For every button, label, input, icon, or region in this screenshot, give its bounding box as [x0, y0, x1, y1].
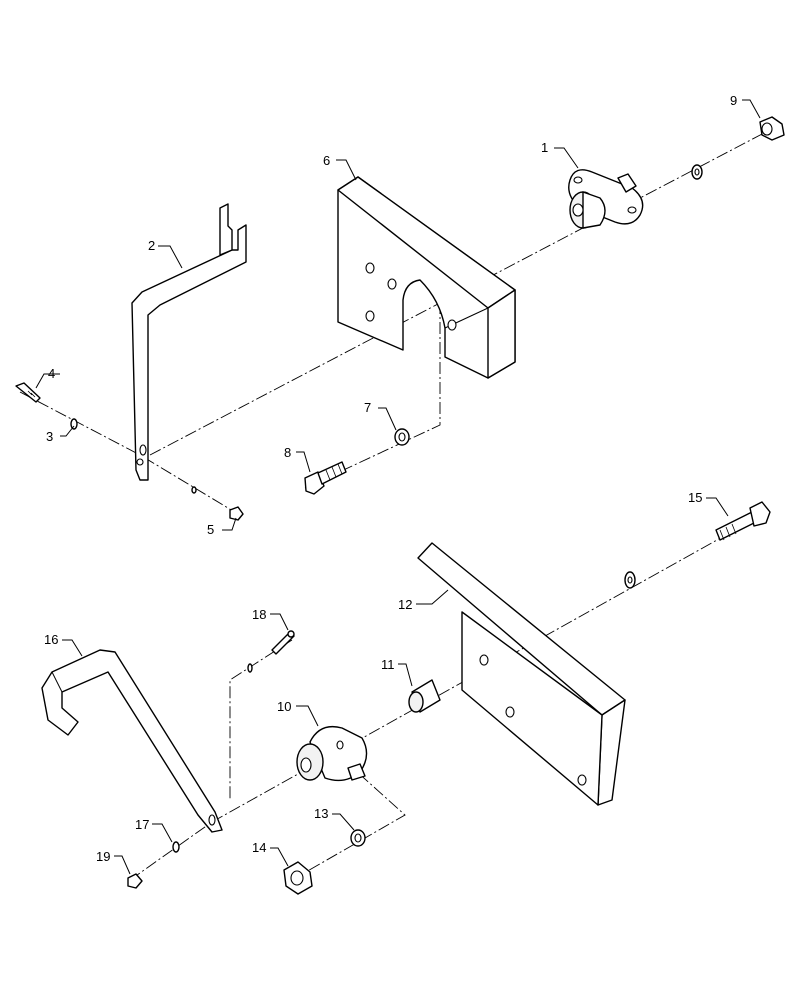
part-12-lower-bracket — [417, 542, 626, 806]
callout-12: 12 — [398, 597, 412, 612]
part-4-pin — [15, 382, 41, 403]
centerline-pin-upper — [19, 391, 239, 515]
callout-17: 17 — [135, 817, 149, 832]
part-3-washer — [70, 418, 78, 430]
part-13-washer — [350, 829, 366, 847]
callout-19: 19 — [96, 849, 110, 864]
callout-14: 14 — [252, 840, 266, 855]
part-16-lower-rod — [41, 649, 223, 833]
part-17-washer — [172, 841, 180, 853]
callout-1: 1 — [541, 140, 548, 155]
part-2-upper-rod — [131, 203, 247, 481]
part-7-washer — [394, 428, 410, 446]
centerline-lower-stud — [229, 639, 293, 800]
callout-6: 6 — [323, 153, 330, 168]
callout-3: 3 — [46, 429, 53, 444]
callout-labels: 1 2 3 4 5 6 7 8 9 10 11 12 13 14 15 16 1… — [44, 93, 737, 864]
callout-13: 13 — [314, 806, 328, 821]
lock-washer-lower — [624, 571, 636, 589]
leader-lines — [35, 99, 761, 875]
part-14-nut — [283, 861, 313, 895]
callout-8: 8 — [284, 445, 291, 460]
callout-7: 7 — [364, 400, 371, 415]
callout-15: 15 — [688, 490, 702, 505]
callout-5: 5 — [207, 522, 214, 537]
callout-16: 16 — [44, 632, 58, 647]
washer-near-lower-pin — [247, 663, 253, 673]
part-18-pin — [271, 630, 295, 655]
part-9-nut — [759, 116, 785, 141]
part-1-bearing-flange — [568, 169, 644, 229]
part-8-bolt — [304, 461, 347, 495]
part-6-mounting-block — [337, 176, 516, 379]
lock-washer-upper — [691, 164, 703, 180]
centerline-upper-stud — [304, 308, 441, 489]
centerline-lower-nut — [291, 769, 406, 881]
part-15-bolt — [715, 501, 771, 541]
callout-4: 4 — [48, 366, 55, 381]
callout-9: 9 — [730, 93, 737, 108]
part-10-lower-bearing — [296, 725, 368, 782]
part-11-spacer — [408, 679, 441, 713]
part-5-nut — [229, 506, 244, 521]
callout-10: 10 — [277, 699, 291, 714]
callout-11: 11 — [381, 657, 395, 672]
callout-18: 18 — [252, 607, 266, 622]
washer-near-rod — [191, 486, 197, 494]
part-19-nut — [127, 873, 143, 889]
centerline-lower-pin — [129, 821, 213, 881]
callout-2: 2 — [148, 238, 155, 253]
